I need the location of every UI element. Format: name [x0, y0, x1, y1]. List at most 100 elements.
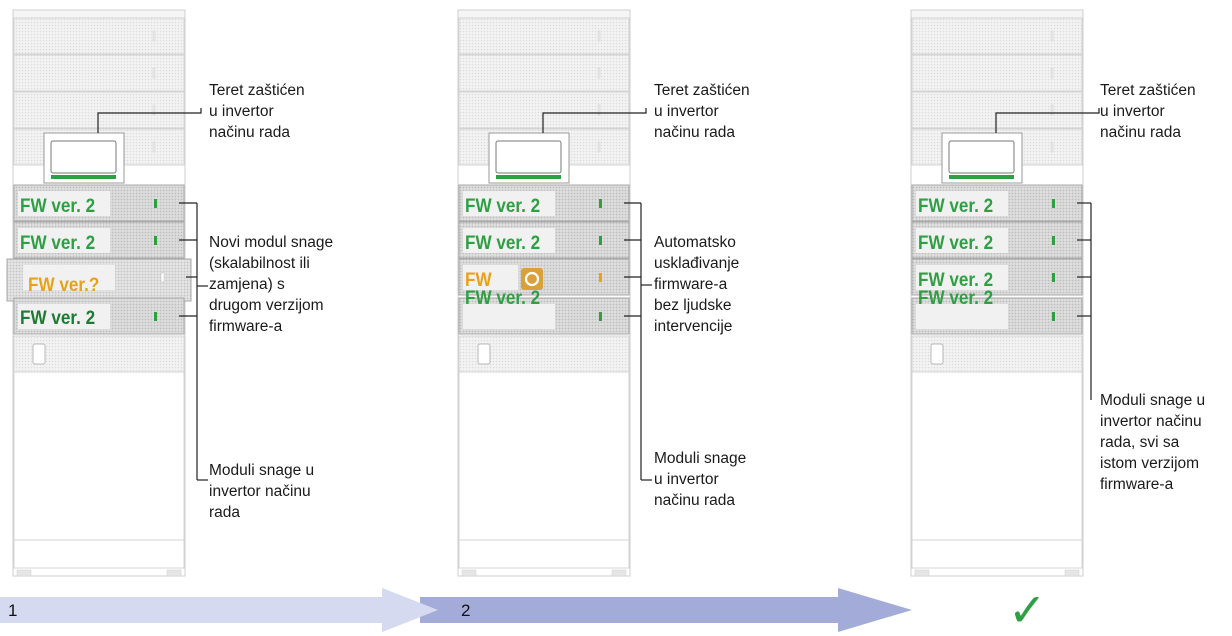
module-fw-label: FW ver. 2 — [918, 288, 994, 309]
rack-top — [457, 9, 631, 19]
rack-unit-handle — [152, 67, 156, 79]
caption-line: načinu rada — [209, 124, 291, 141]
rack-unit-handle — [597, 67, 601, 79]
step-number-2: 2 — [461, 601, 471, 620]
rack-unit — [458, 91, 630, 129]
rack-top — [910, 9, 1084, 19]
load-status-bar — [949, 175, 1014, 179]
caption-line: Novi modul snage — [209, 234, 334, 251]
module-label-plate — [463, 304, 555, 329]
caption-line: načinu rada — [1100, 124, 1182, 141]
caption-line: invertor načinu — [1100, 413, 1202, 430]
module-label-plate — [916, 265, 1008, 290]
module-fw-label: FW ver. 2 — [465, 196, 541, 217]
module-label-plate — [916, 228, 1008, 253]
panel1-bottom-caption: Moduli snage u invertor načinu rada — [209, 460, 314, 523]
rack-foot — [461, 569, 477, 577]
panel3-bottom-caption: Moduli snage u invertor načinu rada, svi… — [1100, 390, 1205, 495]
caption-line: u invertor — [1100, 103, 1165, 120]
caption-line: u invertor — [654, 103, 719, 120]
rack-blank-panel — [458, 371, 630, 569]
module-status-led — [1052, 236, 1055, 245]
module-fw-label: FW ver. 2 — [20, 233, 96, 254]
load-status-bar — [51, 175, 116, 179]
rack-unit-handle — [152, 104, 156, 116]
caption-line: firmware-a — [209, 318, 283, 335]
rack-blank-panel — [911, 371, 1083, 569]
panel3-load-caption: Teret zaštićen u invertor načinu rada — [1100, 80, 1196, 143]
module-status-led — [160, 272, 165, 283]
step-arrow-2 — [420, 588, 912, 632]
rack-unit-handle — [597, 141, 601, 153]
rack-unit-handle — [597, 104, 601, 116]
racks-group — [6, 9, 1100, 577]
step-arrow-1 — [0, 588, 438, 632]
module-fw-label: FW ver. 2 — [918, 233, 994, 254]
module-status-led — [1052, 273, 1055, 282]
rack-unit — [911, 17, 1083, 55]
rack-unit — [13, 54, 185, 92]
caption-line: drugom verzijom — [209, 297, 324, 314]
module-fw-label: FW ver. 2 — [20, 196, 96, 217]
rack-foot — [611, 569, 627, 577]
rack-unit-handle — [1050, 141, 1054, 153]
caption-line: u invertor — [209, 103, 274, 120]
rack-blank-panel — [13, 371, 185, 569]
load-display-screen — [495, 140, 562, 174]
module-status-led — [154, 199, 157, 208]
module-label-plate — [463, 265, 518, 290]
caption-line: intervencije — [654, 318, 733, 335]
module-label-plate — [463, 191, 555, 216]
panel2-load-caption: Teret zaštićen u invertor načinu rada — [654, 80, 750, 143]
caption-line: firmware-a — [1100, 476, 1174, 493]
rack-unit — [911, 54, 1083, 92]
rack-foot — [914, 569, 930, 577]
module-fw-label: FW ver. 2 — [465, 288, 541, 309]
rack-foot — [1064, 569, 1080, 577]
rack-unit — [458, 54, 630, 92]
caption-line: u invertor — [654, 471, 719, 488]
caption-line: bez ljudske — [654, 297, 732, 314]
module-fw-label: FW ver. 2 — [918, 270, 994, 291]
checkmark-icon: ✓ — [1008, 584, 1047, 636]
caption-line: Teret zaštićen — [654, 82, 750, 99]
module-status-led — [154, 236, 157, 245]
module-label-plate — [18, 304, 110, 329]
module-label-plate — [916, 191, 1008, 216]
load-callout-line — [995, 108, 1100, 133]
rack-unit — [458, 17, 630, 55]
module-label-plate — [463, 228, 555, 253]
module-fw-label: FW ver.? — [28, 275, 100, 296]
rack-unit-handle — [1050, 30, 1054, 42]
progress-arrows — [0, 588, 912, 632]
rack-unit-handle — [152, 141, 156, 153]
caption-line: Teret zaštićen — [209, 82, 305, 99]
module-label-plate — [18, 191, 110, 216]
caption-line: Moduli snage u — [209, 462, 315, 479]
sync-icon-ring — [524, 271, 540, 287]
load-callout-line — [542, 108, 647, 133]
rack-unit — [911, 91, 1083, 129]
rack-unit-handle — [1050, 67, 1054, 79]
caption-line: rada, svi sa — [1100, 434, 1180, 451]
module-status-led — [1052, 199, 1055, 208]
panel1-load-caption: Teret zaštićen u invertor načinu rada — [209, 80, 305, 143]
caption-line: zamjena) s — [209, 276, 285, 293]
rack-unit-handle — [152, 30, 156, 42]
load-display-screen — [948, 140, 1015, 174]
caption-line: Moduli snage u — [1100, 392, 1206, 409]
rack-unit-handle — [1050, 104, 1054, 116]
rack-unit-handle — [32, 343, 46, 365]
module-label-plate — [916, 304, 1008, 329]
panel1-middle-caption: Novi modul snage (skalabilnost ili zamje… — [209, 232, 333, 337]
rack-unit — [13, 91, 185, 129]
rack-unit-handle — [930, 343, 944, 365]
caption-line: rada — [209, 504, 241, 521]
caption-line: invertor načinu — [209, 483, 311, 500]
module-fw-label: FW ver. 2 — [20, 308, 96, 329]
rack-top — [12, 9, 186, 19]
caption-line: firmware-a — [654, 276, 728, 293]
module-status-led — [599, 199, 602, 208]
step-arrow-1-tip — [382, 588, 438, 632]
